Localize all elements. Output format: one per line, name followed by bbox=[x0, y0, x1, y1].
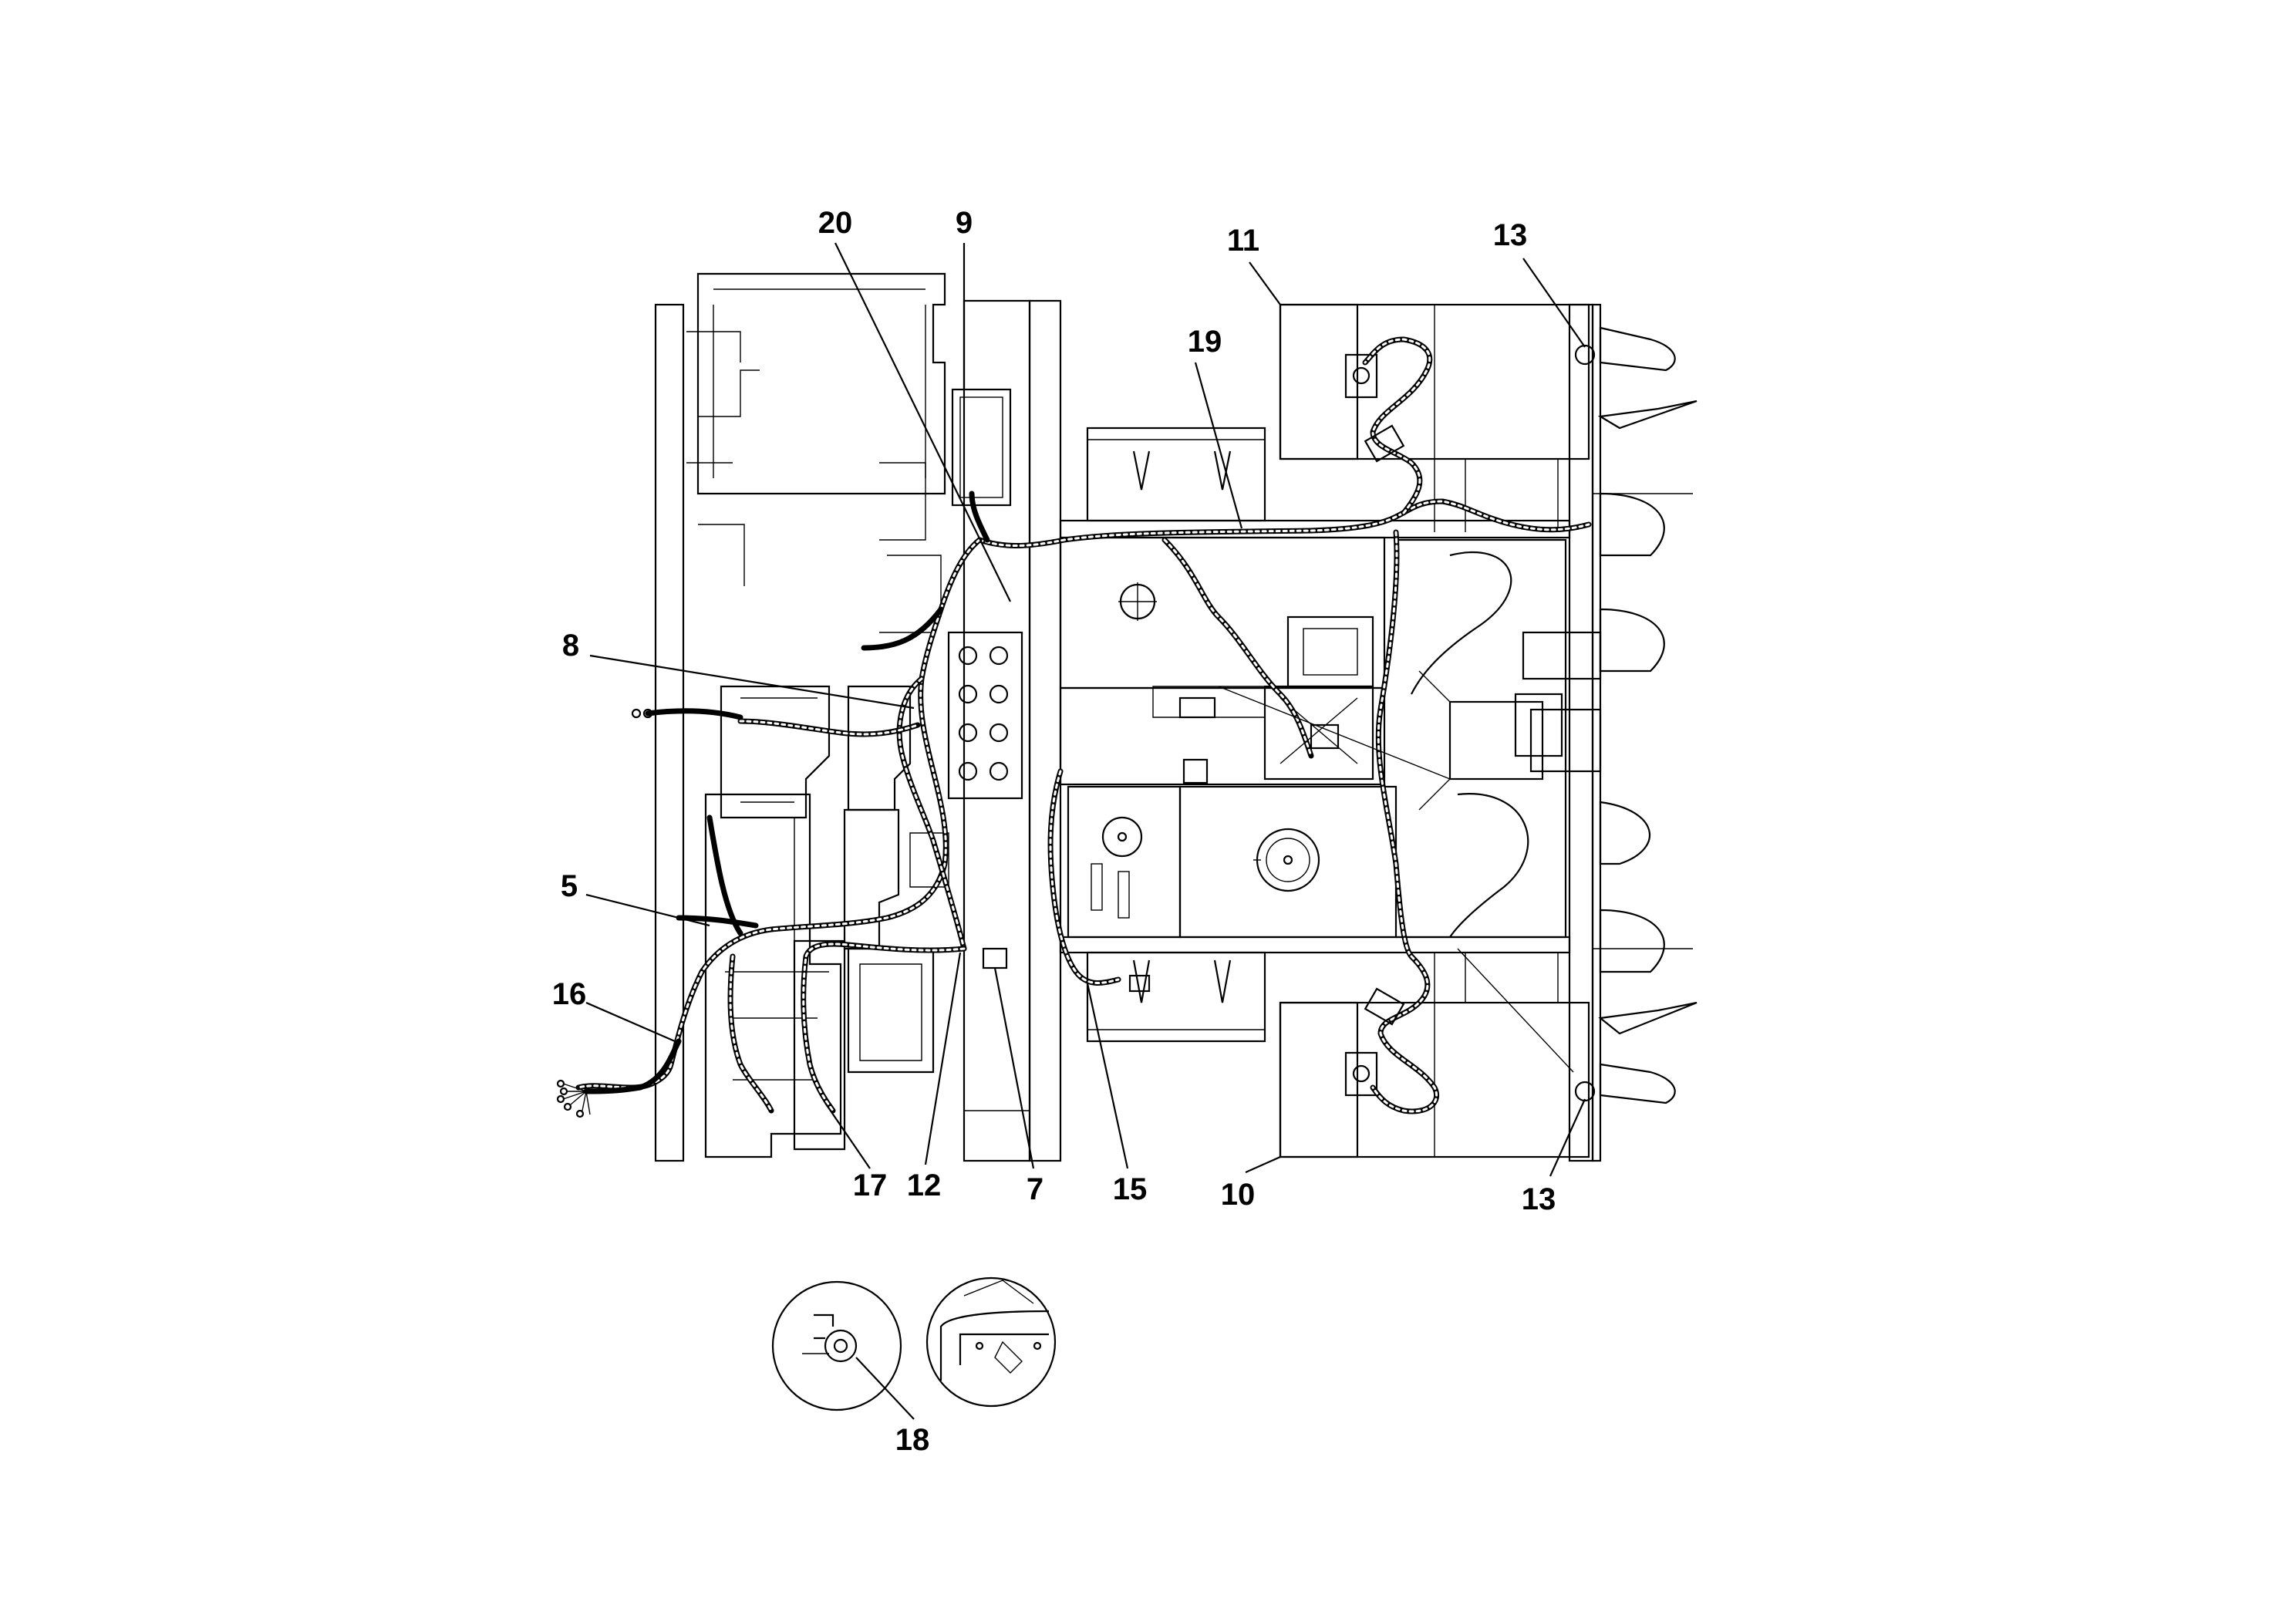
callout-20: 20 bbox=[818, 206, 853, 240]
central-rail bbox=[963, 299, 1062, 1162]
detail-inset-left bbox=[771, 1280, 902, 1411]
callout-11: 11 bbox=[1227, 224, 1259, 258]
callout-13-bottom: 13 bbox=[1522, 1182, 1556, 1216]
callout-16: 16 bbox=[552, 977, 587, 1011]
callout-7: 7 bbox=[1027, 1172, 1043, 1206]
callout-19: 19 bbox=[1188, 325, 1222, 359]
callout-9: 9 bbox=[956, 206, 973, 240]
connectors bbox=[982, 424, 1405, 1026]
callout-5: 5 bbox=[561, 869, 578, 903]
callout-15: 15 bbox=[1113, 1172, 1148, 1206]
leader-lines bbox=[585, 242, 1586, 1420]
callout-10: 10 bbox=[1221, 1178, 1256, 1212]
callout-12: 12 bbox=[907, 1168, 942, 1202]
callout-labels: 20 9 11 13 19 8 5 16 17 12 7 15 10 13 18 bbox=[552, 206, 1556, 1457]
right-section bbox=[1279, 303, 1698, 1162]
callout-8: 8 bbox=[562, 629, 579, 663]
reference-line bbox=[1218, 686, 1574, 1073]
callout-17: 17 bbox=[853, 1168, 888, 1202]
callout-13-top: 13 bbox=[1493, 218, 1528, 252]
left-chassis-section bbox=[654, 272, 1023, 1162]
detail-inset-right bbox=[925, 1276, 1057, 1408]
callout-18: 18 bbox=[895, 1423, 930, 1457]
wiring-harness bbox=[556, 336, 1592, 1118]
